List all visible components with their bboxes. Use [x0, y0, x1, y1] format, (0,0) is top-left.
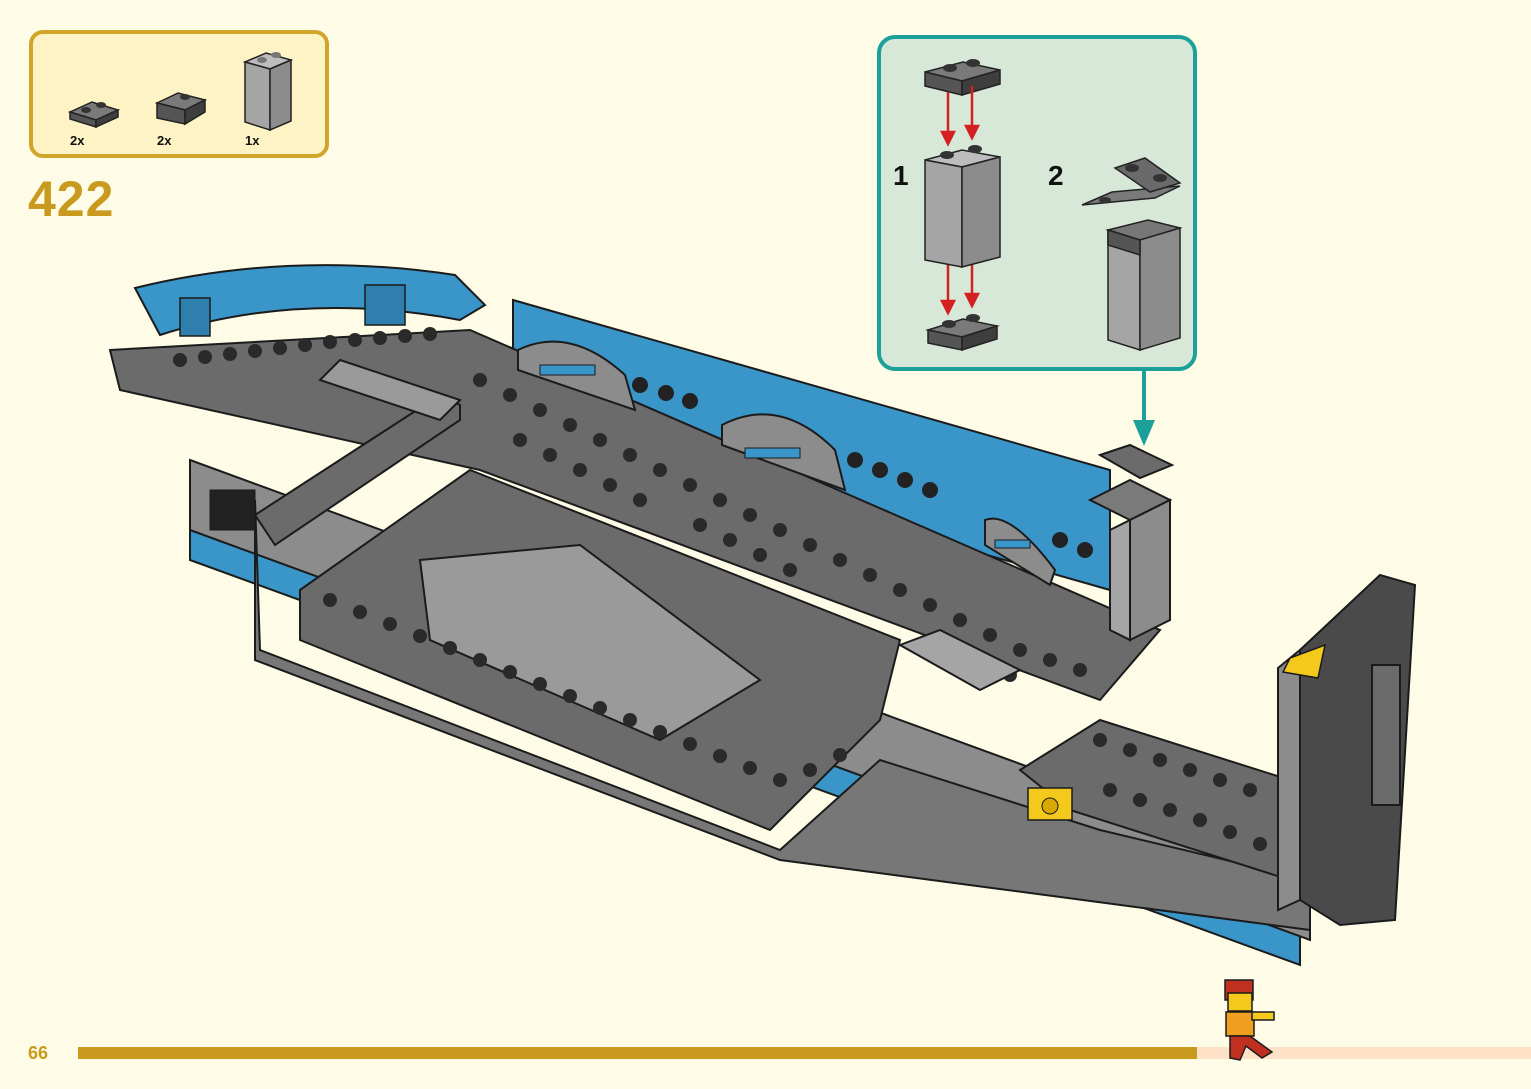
- minifigure-runner-icon: [0, 0, 1531, 1089]
